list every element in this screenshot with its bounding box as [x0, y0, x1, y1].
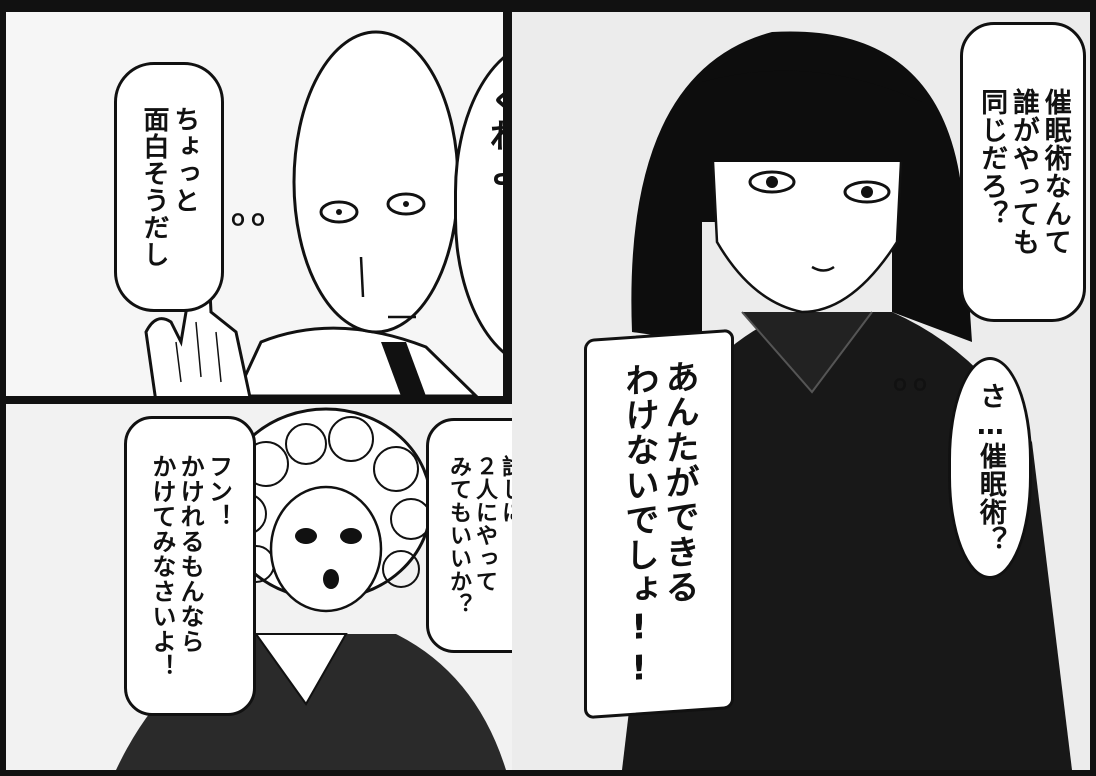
panel-bottom-left: フン！ かけれるもんなら かけてみなさいよ！ とりあえず 試しに ２人にやって …	[6, 404, 584, 770]
speech-bubble-top: 催眠術なんて 誰がやっても 同じだろ？	[960, 22, 1086, 322]
sound-effect-dots: ｏｏ	[890, 371, 930, 395]
speech-bubble-left: フン！ かけれるもんなら かけてみなさいよ！	[124, 416, 256, 716]
speech-bubble-middle: さ…催眠術？	[948, 357, 1032, 579]
speech-bubble-left: ちょっと 面白そうだし	[114, 62, 224, 312]
speech-text: あんたができる わけないでしょ!!	[619, 357, 700, 691]
speech-text: フン！ かけれるもんなら かけてみなさいよ！	[147, 453, 233, 679]
speech-text: さ…催眠術？	[974, 382, 1006, 554]
panel-top-left: ちょっと 面白そうだし ｏｏ 俺の相談だし まず俺にさせて くれよ	[6, 12, 503, 396]
shout-bubble: あんたができる わけないでしょ!!	[584, 328, 734, 720]
curly-hair-girl-illustration	[6, 404, 584, 770]
sound-effect-dots: ｏｏ	[228, 206, 268, 230]
speech-text: 催眠術なんて 誰がやっても 同じだろ？	[976, 88, 1071, 256]
panel-right: 催眠術なんて 誰がやっても 同じだろ？ ｏｏ さ…催眠術？ あんたができる わけ…	[512, 12, 1090, 770]
speech-text: ちょっと 面白そうだし	[139, 106, 200, 268]
speech-text: 俺の相談だし まず俺にさせて くれよ	[482, 82, 503, 188]
